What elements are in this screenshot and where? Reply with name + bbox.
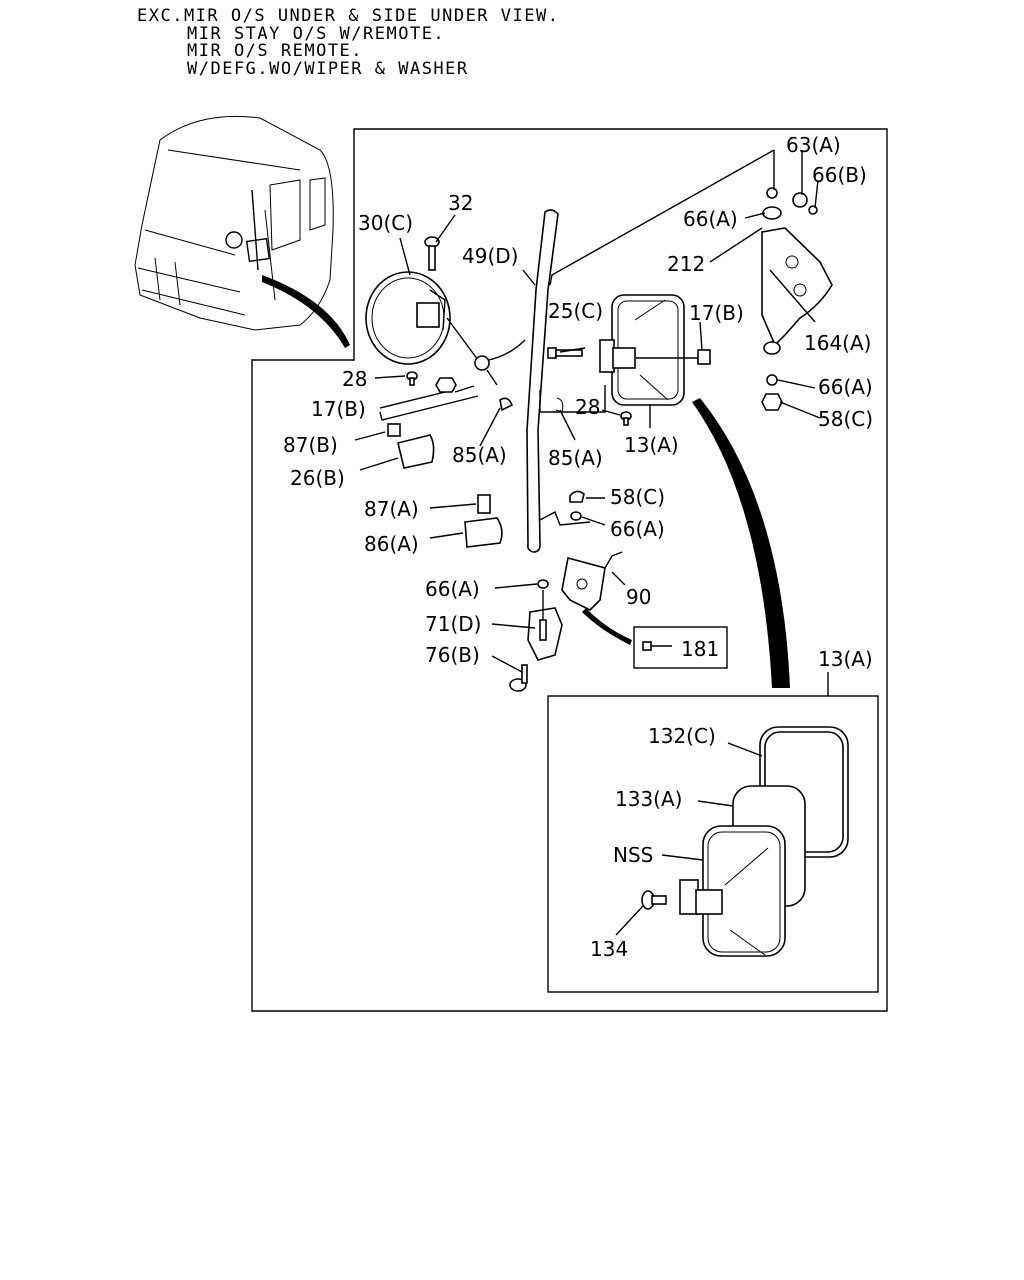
- inset-parts: [641, 726, 849, 957]
- rect-mirror-13a: [599, 294, 711, 406]
- callout-labels: 63(A) 66(B) 66(A) 212 164(A) 66(A) 58(C)…: [283, 133, 873, 961]
- callout-13a-2: 13(A): [818, 647, 873, 671]
- callout-71d: 71(D): [425, 612, 481, 636]
- part-181-box: [633, 626, 728, 669]
- callout-85a-1: 85(A): [452, 443, 507, 467]
- callout-17b-2: 17(B): [311, 397, 366, 421]
- header-line-4: W/DEFG.WO/WIPER & WASHER: [187, 59, 469, 79]
- callout-164a: 164(A): [804, 331, 871, 355]
- header-line-2: MIR STAY O/S W/REMOTE.: [187, 24, 446, 44]
- callout-63a: 63(A): [786, 133, 841, 157]
- callout-13a-1: 13(A): [624, 433, 679, 457]
- callout-66a-3: 66(A): [610, 517, 665, 541]
- header-line-1: EXC.MIR O/S UNDER & SIDE UNDER VIEW.: [137, 6, 560, 26]
- callout-66a-4: 66(A): [425, 577, 480, 601]
- callout-85a-2: 85(A): [548, 446, 603, 470]
- callout-87a: 87(A): [364, 497, 419, 521]
- truck-cab-sketch: [134, 115, 350, 348]
- callout-133a: 133(A): [615, 787, 682, 811]
- callout-76b: 76(B): [425, 643, 480, 667]
- callout-28-2: 28: [575, 395, 600, 419]
- callout-28-1: 28: [342, 367, 367, 391]
- small-parts-left: [387, 371, 632, 589]
- bolt-32: [424, 236, 440, 271]
- detail-arrow: [692, 398, 790, 688]
- callout-132c: 132(C): [648, 724, 716, 748]
- callout-90: 90: [626, 585, 651, 609]
- callout-49d: 49(D): [462, 244, 518, 268]
- callout-212: 212: [667, 252, 705, 276]
- header-line-3: MIR O/S REMOTE.: [187, 41, 364, 61]
- callout-86a: 86(A): [364, 532, 419, 556]
- callout-87b: 87(B): [283, 433, 338, 457]
- callout-134: 134: [590, 937, 628, 961]
- callout-58c-2: 58(C): [610, 485, 665, 509]
- callout-66a-1: 66(A): [683, 207, 738, 231]
- inset-frame: [547, 695, 879, 993]
- callout-181: 181: [681, 637, 719, 661]
- callout-nss: NSS: [613, 843, 653, 867]
- callout-58c-1: 58(C): [818, 407, 873, 431]
- callout-32: 32: [448, 191, 473, 215]
- bracket-71d: [509, 607, 563, 692]
- bracket-90: [561, 551, 623, 611]
- main-frame: [251, 128, 888, 1012]
- callout-66a-2: 66(A): [818, 375, 873, 399]
- callout-26b: 26(B): [290, 466, 345, 490]
- mirror-stay-49d: [526, 209, 559, 553]
- bracket-164a: [761, 227, 833, 355]
- round-mirror-30c: [365, 271, 526, 386]
- small-parts-right: [761, 187, 818, 411]
- callout-30c: 30(C): [358, 211, 413, 235]
- callout-25c: 25(C): [548, 299, 603, 323]
- leader-lines: [354, 149, 829, 936]
- callout-66b: 66(B): [812, 163, 867, 187]
- callout-17b-1: 17(B): [689, 301, 744, 325]
